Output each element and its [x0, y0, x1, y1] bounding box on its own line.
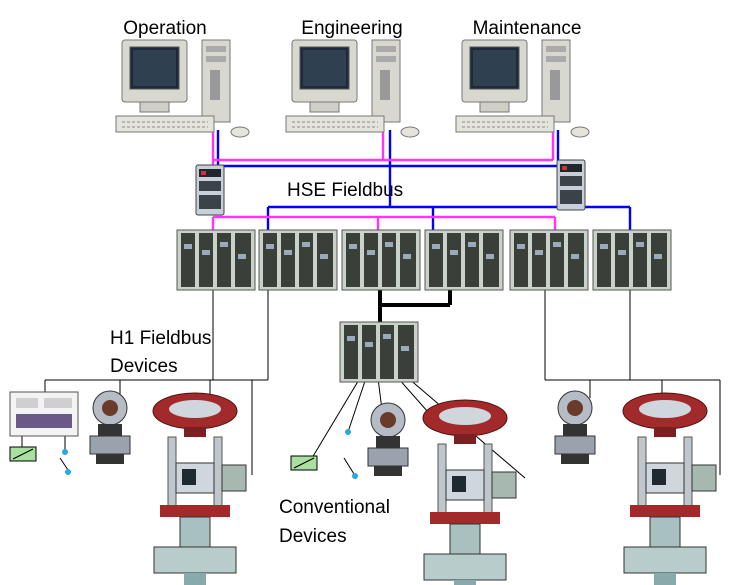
field-wiring — [21, 290, 721, 479]
control-valve-icon[interactable] — [152, 392, 247, 585]
conventional-io-icon — [65, 469, 71, 475]
control-valve-icon[interactable] — [622, 392, 717, 585]
controller-rack-icon[interactable] — [258, 229, 338, 291]
field-wire — [59, 457, 69, 471]
controller-rack-icon[interactable] — [424, 229, 504, 291]
controller-rack-icon[interactable] — [509, 229, 589, 291]
field-wire — [397, 377, 429, 413]
h1-devices-label: Devices — [110, 356, 178, 377]
controller-rack-icon[interactable] — [176, 229, 256, 291]
ethernet-switch-icon[interactable] — [556, 159, 586, 211]
conventional-io-icon — [12, 448, 34, 460]
desktop-pc-icon — [285, 39, 420, 138]
workstation-engineering[interactable]: Engineering — [285, 18, 420, 138]
workstation-maintenance[interactable]: Maintenance — [455, 18, 590, 138]
field-wire — [343, 457, 355, 475]
workstation-label: Engineering — [301, 18, 402, 39]
conventional-io-icon — [345, 429, 351, 435]
conventional-devices-label: Devices — [279, 526, 347, 547]
controller-rack-icon[interactable] — [341, 229, 421, 291]
conventional-label: Conventional — [279, 497, 390, 518]
ethernet-switch-icon[interactable] — [195, 164, 225, 216]
pressure-transmitter-icon[interactable] — [89, 390, 131, 465]
h1-fieldbus-label: H1 Fieldbus — [110, 328, 211, 349]
workstation-label: Maintenance — [473, 18, 582, 39]
conventional-io-icon — [293, 457, 315, 469]
workstation-operation[interactable]: Operation — [115, 18, 250, 138]
conventional-io-icon — [62, 449, 68, 455]
controller-rack-icon[interactable] — [592, 229, 672, 291]
desktop-pc-icon — [115, 39, 250, 138]
hse-fieldbus-label: HSE Fieldbus — [287, 180, 403, 201]
pressure-transmitter-icon[interactable] — [367, 402, 409, 477]
desktop-pc-icon — [455, 39, 590, 138]
h1-bus-lines — [378, 290, 452, 325]
panel-recorder-icon[interactable] — [9, 391, 79, 437]
conventional-io-icon — [352, 473, 358, 479]
conventional-io-rack-icon[interactable] — [339, 321, 419, 383]
field-wire — [347, 377, 367, 433]
field-wire — [311, 377, 361, 459]
control-valve-icon[interactable] — [422, 399, 517, 585]
pressure-transmitter-icon[interactable] — [554, 390, 596, 465]
workstation-label: Operation — [123, 18, 206, 39]
